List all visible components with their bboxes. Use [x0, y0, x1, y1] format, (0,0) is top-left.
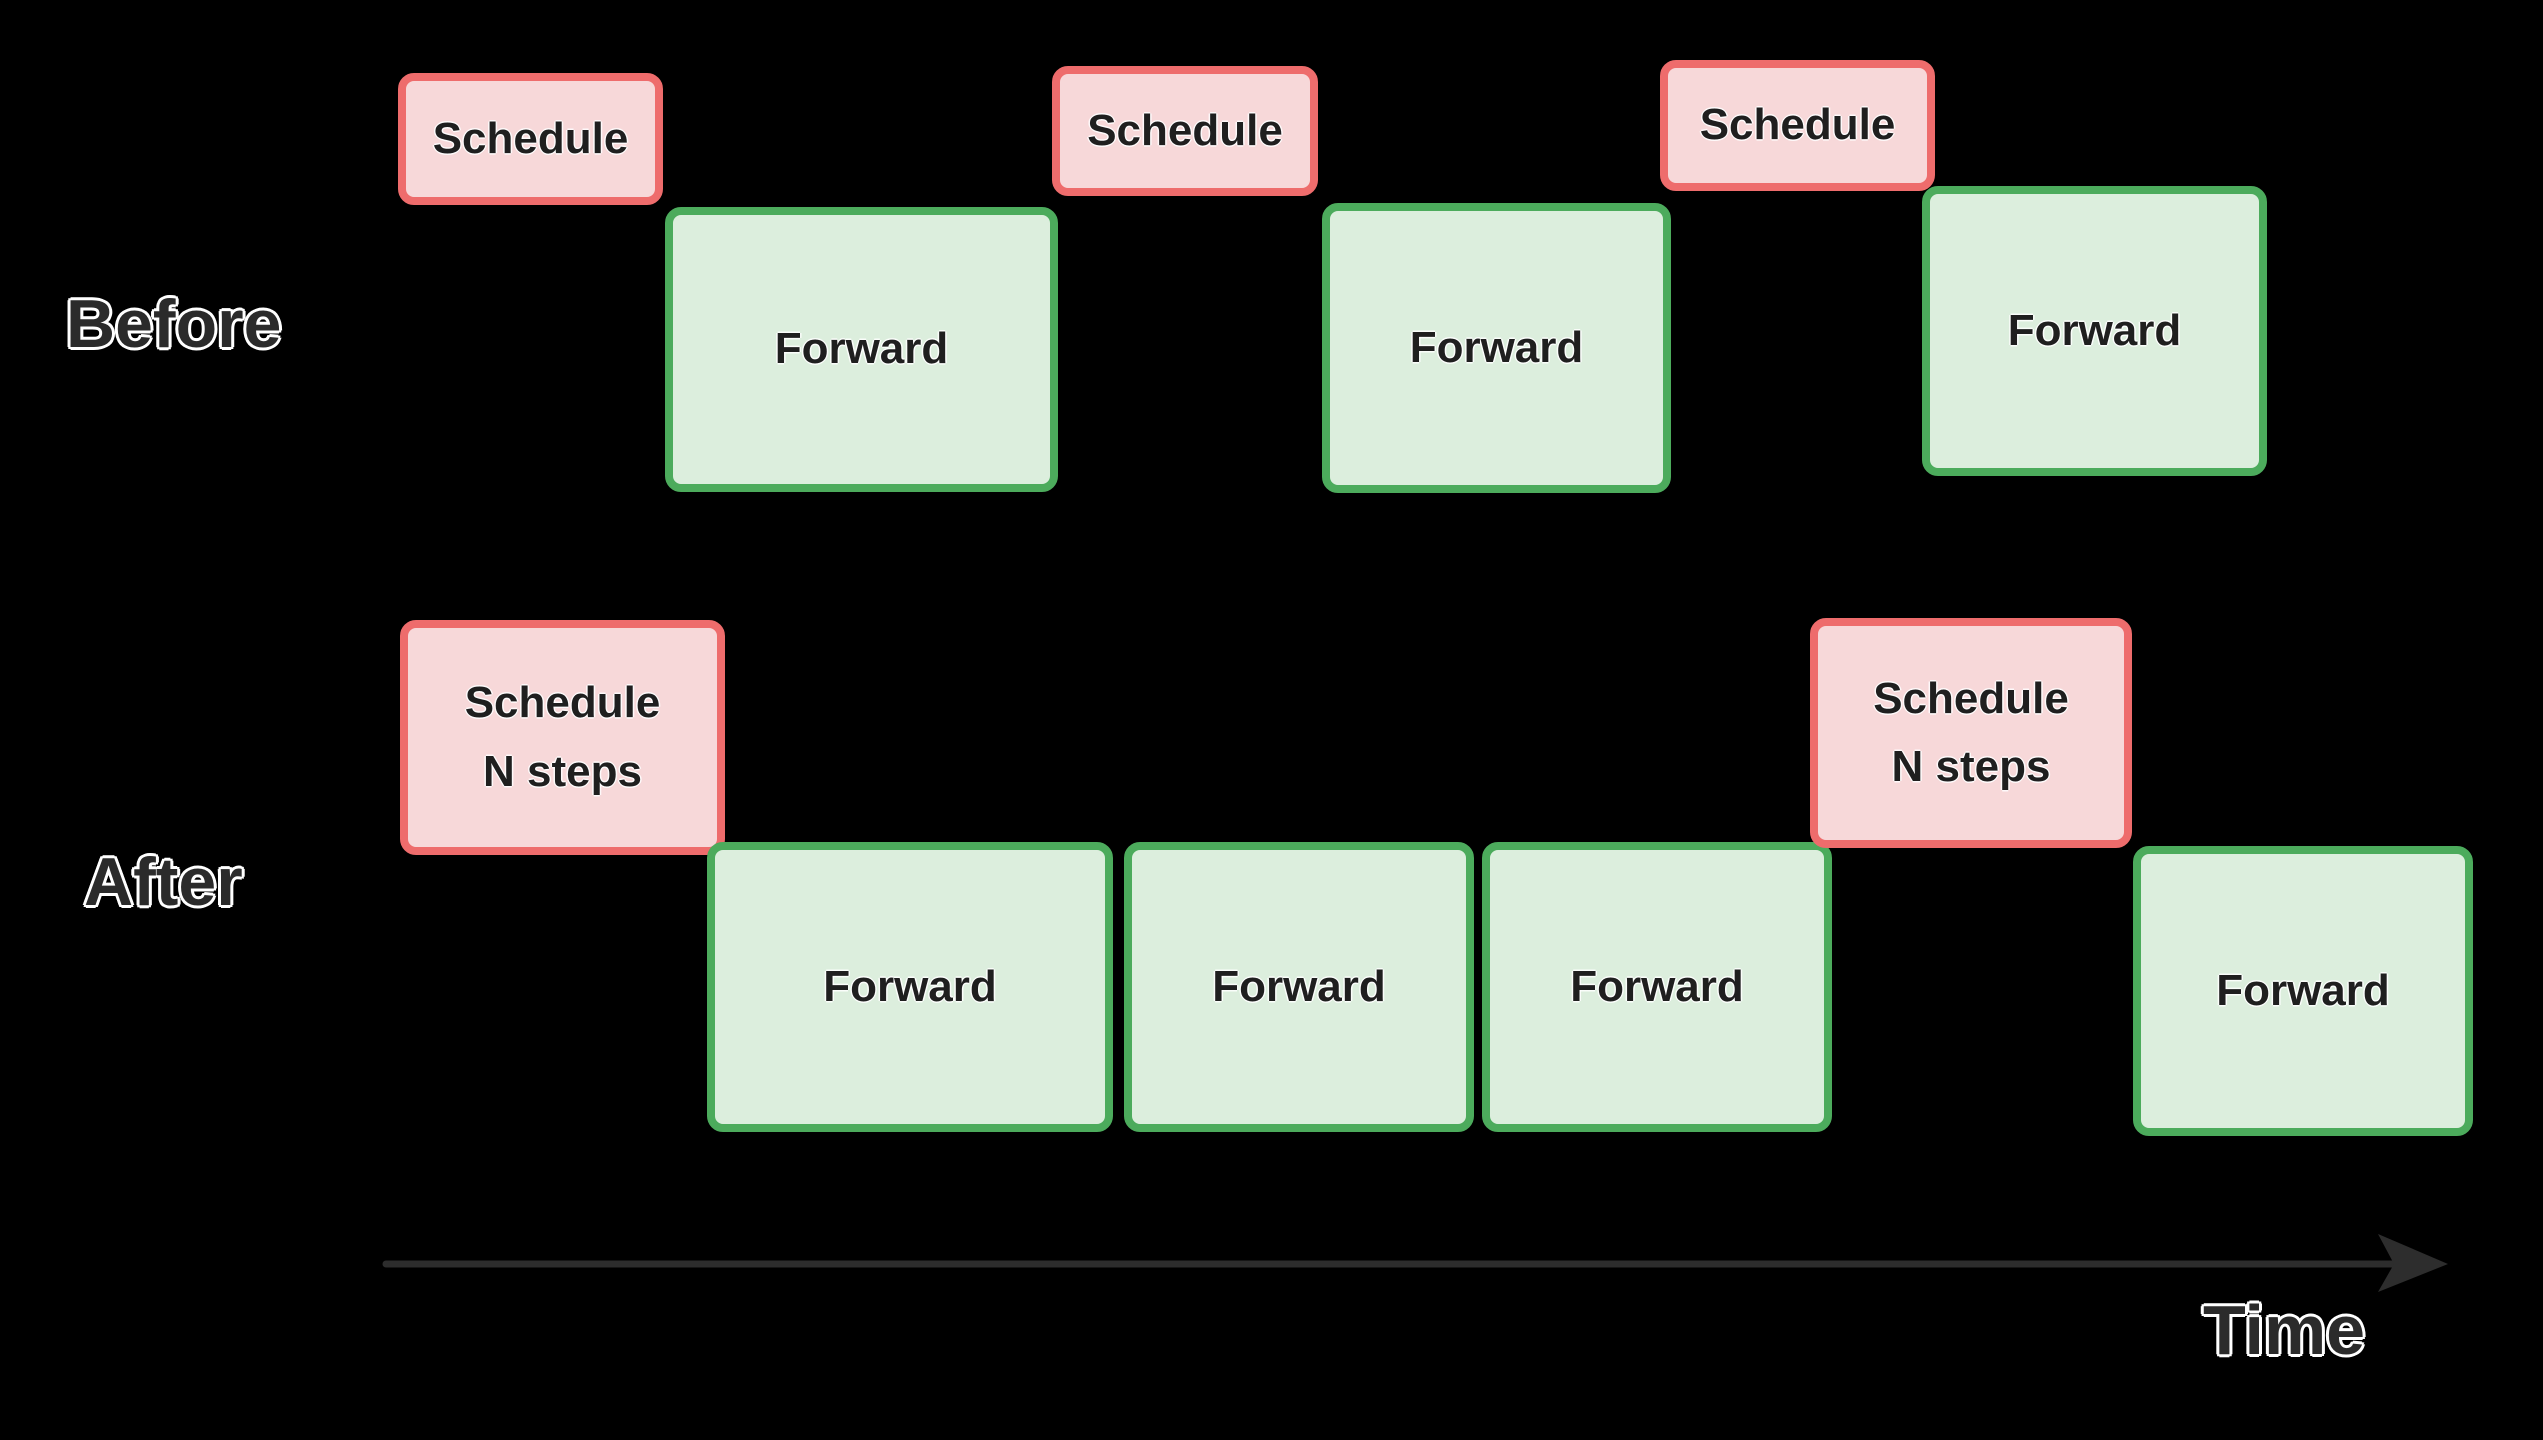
forward-box-label: Forward	[1409, 322, 1584, 372]
forward-box: Forward	[2133, 846, 2473, 1136]
time-axis-arrowhead	[2378, 1234, 2448, 1292]
forward-box: Forward	[1922, 186, 2267, 476]
forward-box-label: Forward	[2007, 305, 2182, 355]
time-axis-label: Time	[2203, 1291, 2366, 1369]
forward-box-label: Forward	[1570, 961, 1744, 1011]
forward-box-label: Forward	[823, 961, 997, 1011]
schedule-box-label: Schedule	[432, 113, 629, 163]
forward-box: Forward	[1322, 203, 1671, 493]
forward-box: Forward	[707, 842, 1113, 1132]
forward-box-label: Forward	[2216, 965, 2390, 1015]
schedule-box-label: Schedule	[1087, 105, 1283, 155]
schedule-n-steps-box-label: Schedule N steps	[464, 678, 661, 796]
row-label-before: Before	[66, 286, 282, 362]
forward-box-label: Forward	[1212, 961, 1386, 1011]
forward-box-label: Forward	[774, 324, 949, 374]
schedule-box: Schedule	[398, 73, 663, 205]
row-label-after: After	[84, 844, 243, 920]
schedule-box-label: Schedule	[1699, 100, 1896, 150]
forward-box: Forward	[1482, 842, 1832, 1132]
schedule-n-steps-box-label: Schedule N steps	[1873, 673, 2069, 791]
schedule-n-steps-box: Schedule N steps	[1810, 618, 2132, 848]
forward-box: Forward	[1124, 842, 1474, 1132]
schedule-n-steps-box: Schedule N steps	[400, 620, 725, 855]
schedule-box: Schedule	[1052, 66, 1318, 196]
schedule-box: Schedule	[1660, 60, 1935, 191]
forward-box: Forward	[665, 207, 1058, 492]
